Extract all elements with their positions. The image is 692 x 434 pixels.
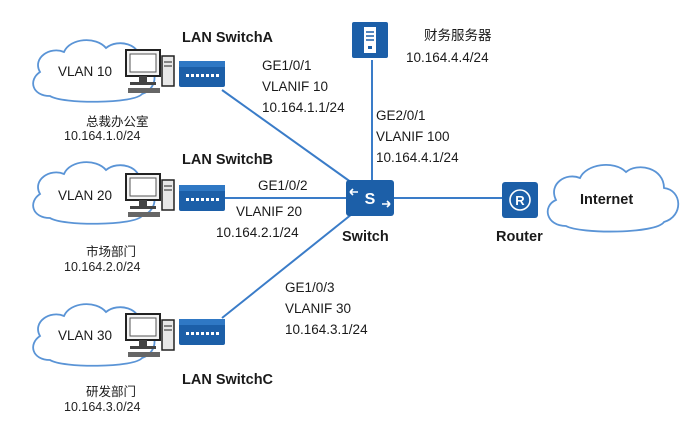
internet-cloud-icon [546, 164, 680, 233]
router-letter: R [515, 193, 525, 208]
switch-c-vlanif-label: VLANIF 30 [285, 301, 352, 316]
vlan10-label: VLAN 10 [58, 64, 113, 79]
subnet-label-vlan10: 10.164.1.0/24 [64, 129, 141, 143]
link-switch-a-to-core [221, 89, 363, 191]
core-switch-letter: S [365, 191, 376, 208]
vlan20-label: VLAN 20 [58, 188, 113, 203]
pc-computer-icon [125, 313, 175, 357]
core-gateway-ip-label: 10.164.4.1/24 [376, 150, 459, 165]
dept-label-marketing: 市场部门 [86, 244, 137, 259]
vlan30-label: VLAN 30 [58, 328, 113, 343]
finance-server-label: 财务服务器 [424, 28, 492, 44]
lan-switch-c-icon [179, 319, 225, 345]
dept-label-exec-office: 总裁办公室 [86, 114, 149, 129]
switch-c-ip-label: 10.164.3.1/24 [285, 322, 368, 337]
core-vlanif-100-label: VLANIF 100 [376, 129, 450, 144]
pc-computer-icon [125, 49, 175, 93]
link-switch-c-to-core [221, 205, 363, 319]
lan-switch-a-icon [179, 61, 225, 87]
lan-switch-b-label: LAN SwitchB [182, 152, 274, 168]
core-switch-icon: S [346, 180, 394, 216]
switch-c-port-label: GE1/0/3 [285, 280, 335, 295]
switch-a-port-label: GE1/0/1 [262, 58, 312, 73]
lan-switch-c-label: LAN SwitchC [182, 372, 274, 388]
router-label: Router [496, 229, 543, 245]
vlan30-cloud-icon [32, 303, 156, 367]
router-icon: R [502, 182, 538, 218]
subnet-label-vlan30: 10.164.3.0/24 [64, 400, 141, 414]
core-switch-label: Switch [342, 229, 389, 245]
pc-computer-icon [125, 173, 175, 217]
lan-switch-b-icon [179, 185, 225, 211]
finance-server-icon [352, 22, 388, 58]
core-uplink-port-label: GE2/0/1 [376, 108, 426, 123]
switch-b-port-label: GE1/0/2 [258, 178, 308, 193]
subnet-label-vlan20: 10.164.2.0/24 [64, 260, 141, 274]
switch-a-ip-label: 10.164.1.1/24 [262, 100, 345, 115]
finance-server-ip-label: 10.164.4.4/24 [406, 50, 489, 65]
switch-b-ip-label: 10.164.2.1/24 [216, 225, 299, 240]
dept-label-rnd: 研发部门 [86, 384, 137, 399]
switch-b-vlanif-label: VLANIF 20 [236, 204, 303, 219]
vlan20-cloud-icon [32, 161, 156, 225]
switch-a-vlanif-label: VLANIF 10 [262, 79, 329, 94]
lan-switch-a-label: LAN SwitchA [182, 30, 274, 46]
internet-label: Internet [580, 192, 634, 208]
vlan10-cloud-icon [32, 39, 156, 103]
